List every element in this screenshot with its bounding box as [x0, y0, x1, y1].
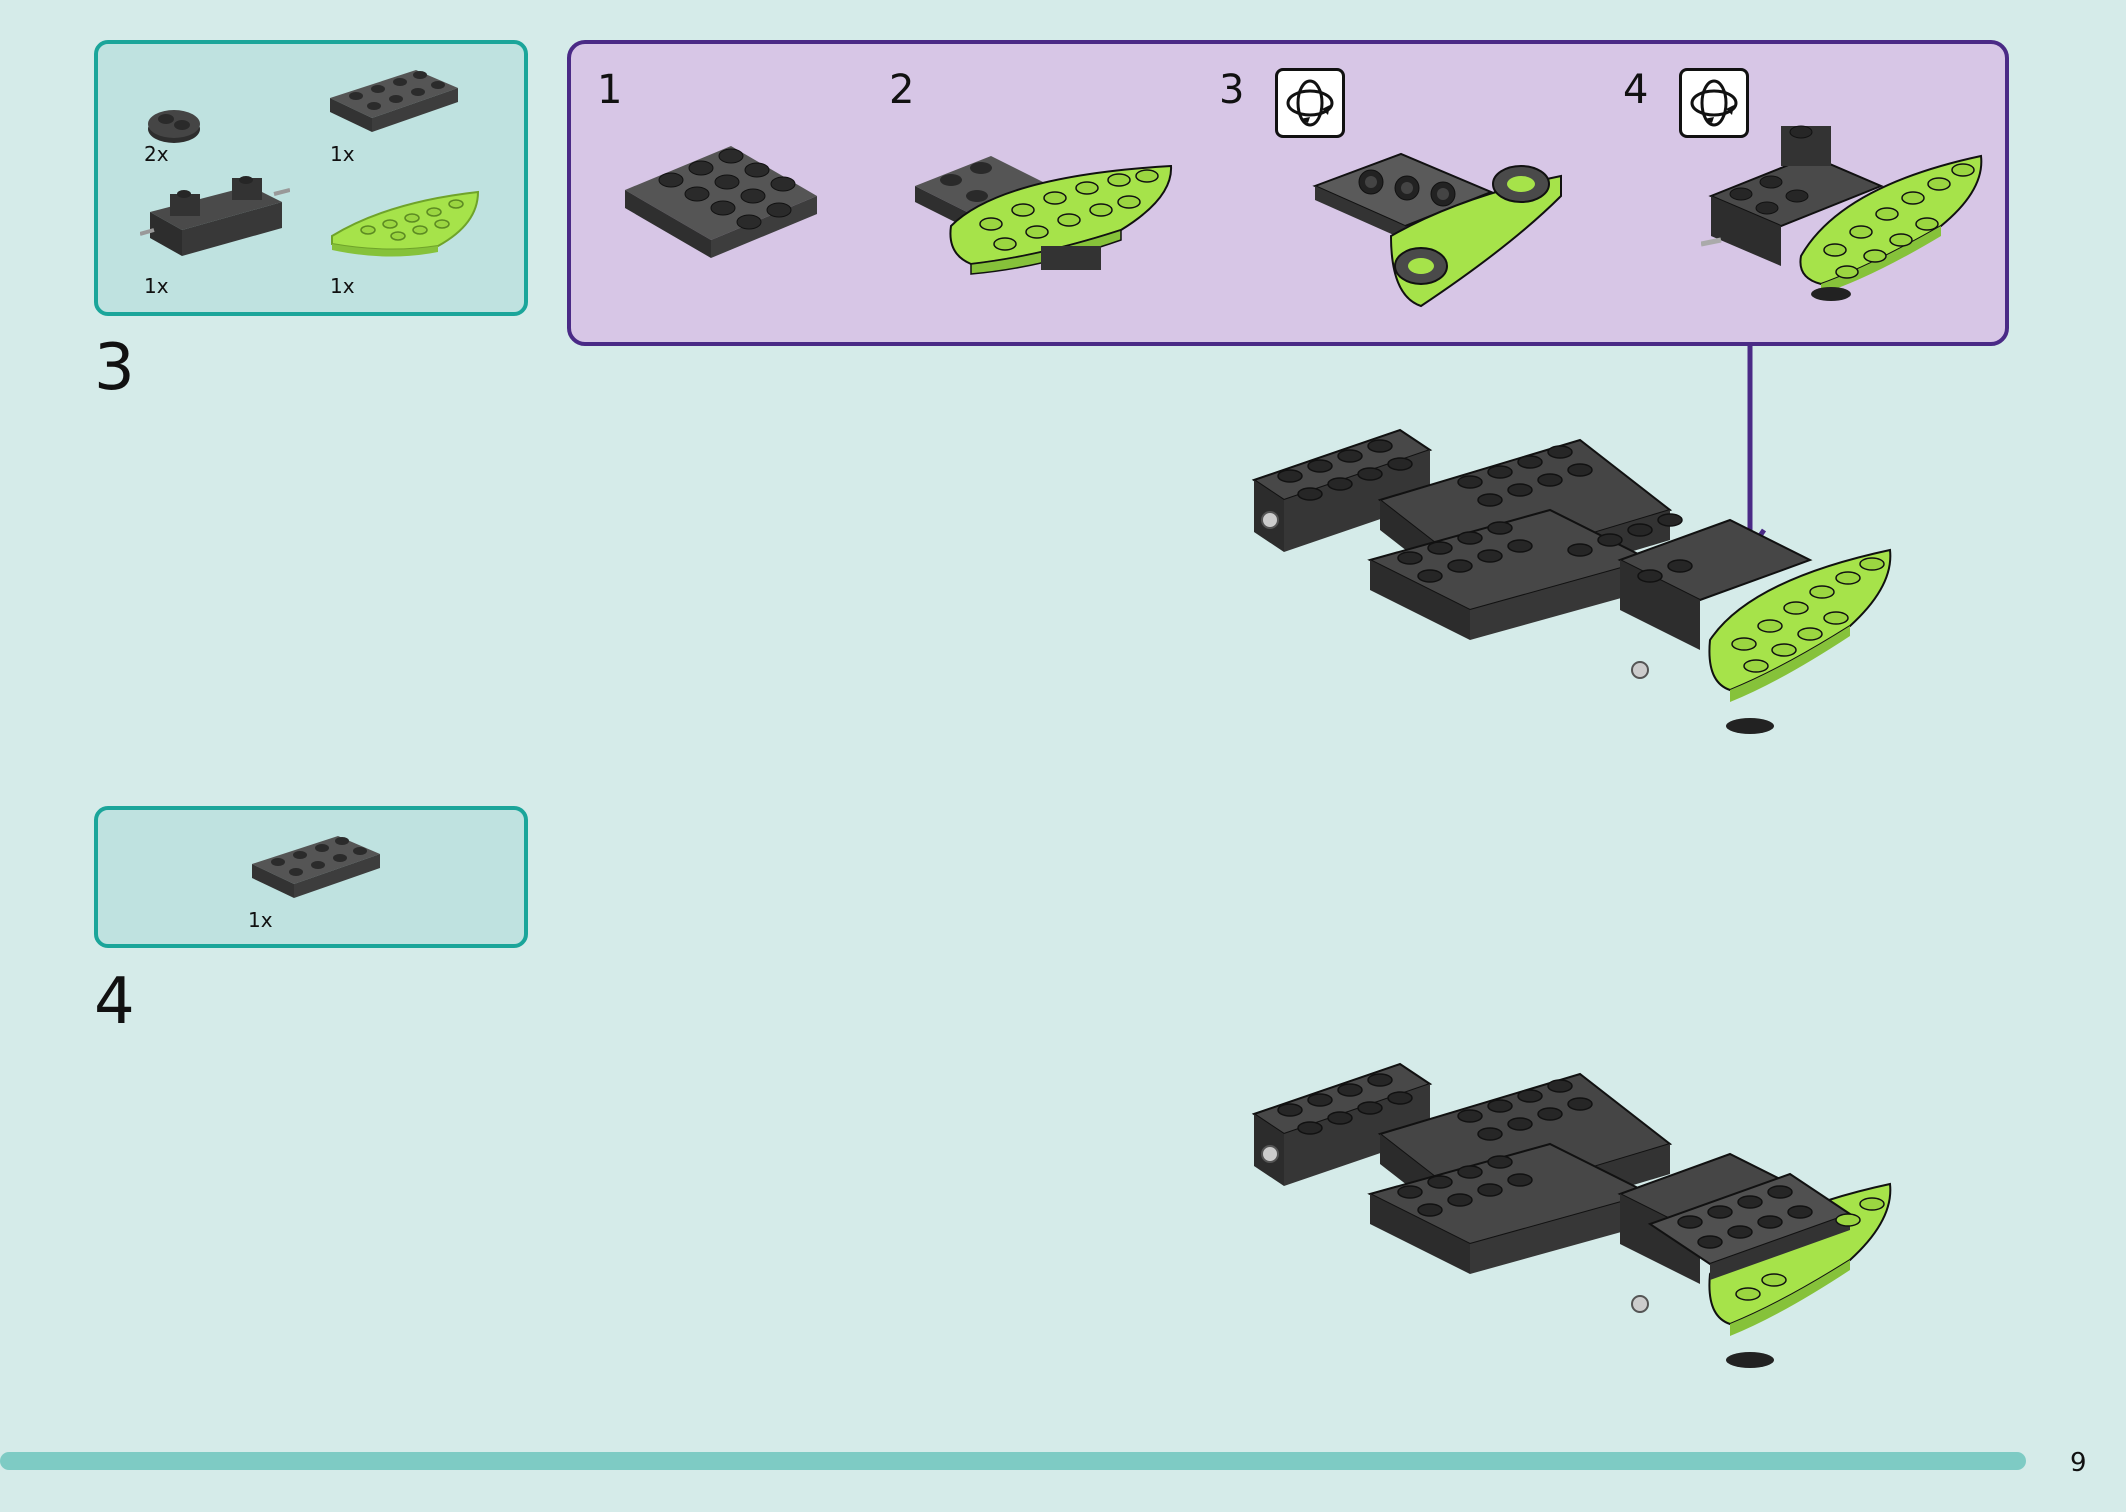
plate-2x4-icon	[330, 70, 458, 132]
substep-number: 1	[597, 67, 623, 113]
curved-wedge-plate-lime-icon	[331, 190, 480, 257]
substep3-flipped-image	[1312, 152, 1562, 308]
step4-main-model-image	[1251, 1062, 1892, 1368]
footer-bar	[0, 1452, 2026, 1470]
part-qty: 1x	[330, 142, 355, 166]
substep-number: 2	[889, 67, 915, 113]
step-number: 3	[94, 331, 135, 405]
substep-number: 3	[1219, 67, 1245, 113]
substep4-result-image	[1701, 125, 1983, 301]
step3-main-model-image	[1251, 428, 1892, 734]
rotate-model-icon	[1275, 68, 1345, 138]
step4-parts-callout: 1x	[94, 806, 528, 948]
page-number: 9	[2070, 1448, 2087, 1478]
step3-parts-callout: 2x 1x 1x 1x	[94, 40, 528, 316]
rotate-model-icon	[1679, 68, 1749, 138]
plate-2x4-icon	[252, 836, 380, 898]
substep1-plate-image	[625, 146, 817, 258]
part-qty: 1x	[144, 274, 169, 298]
subassembly-callout: 1 2 3	[567, 40, 2009, 346]
substep-number: 4	[1623, 67, 1649, 113]
wheel-axle-holder-brick-icon	[140, 176, 290, 256]
round-plate-1x2-icon	[148, 110, 200, 143]
step-number: 4	[94, 965, 135, 1039]
part-qty: 1x	[330, 274, 355, 298]
part-qty: 2x	[144, 142, 169, 166]
part-qty: 1x	[248, 908, 273, 932]
substep2-assembly-image	[915, 156, 1173, 275]
